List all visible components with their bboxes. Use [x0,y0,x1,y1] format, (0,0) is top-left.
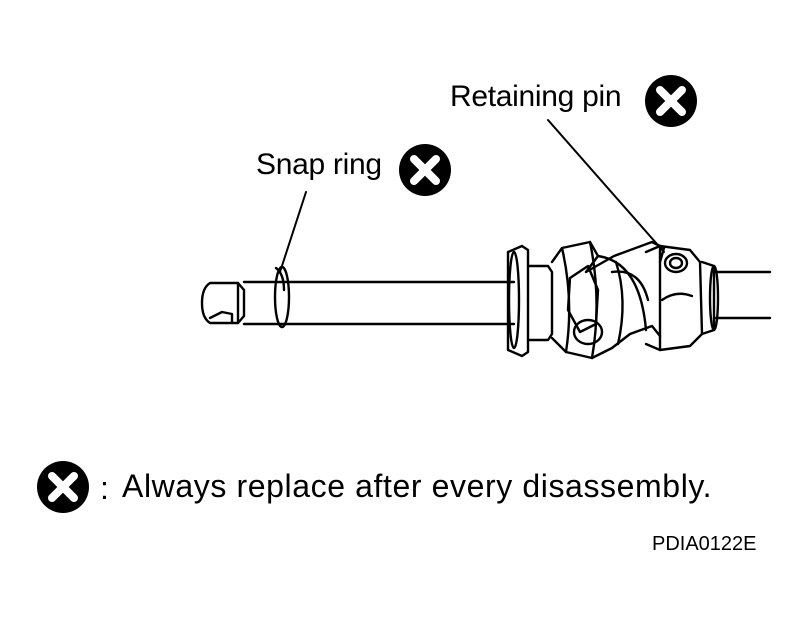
legend-text: Always replace after every disassembly. [122,468,713,504]
retaining-pin-leader [547,119,665,253]
snap-ring [273,265,291,329]
retaining-pin-label: Retaining pin [450,80,622,113]
circle-x-icon [644,74,698,128]
collar [506,244,554,358]
yoke [644,244,720,352]
shaft-tip [200,281,246,325]
helical-cam [550,240,666,360]
circle-x-icon [36,460,90,514]
figure-code: PDIA0122E [652,533,757,555]
circle-x-icon [398,143,452,197]
legend-separator: : [100,470,110,506]
snap-ring-leader [279,191,307,273]
snap-ring-label: Snap ring [256,148,382,181]
right-shaft [714,270,772,320]
